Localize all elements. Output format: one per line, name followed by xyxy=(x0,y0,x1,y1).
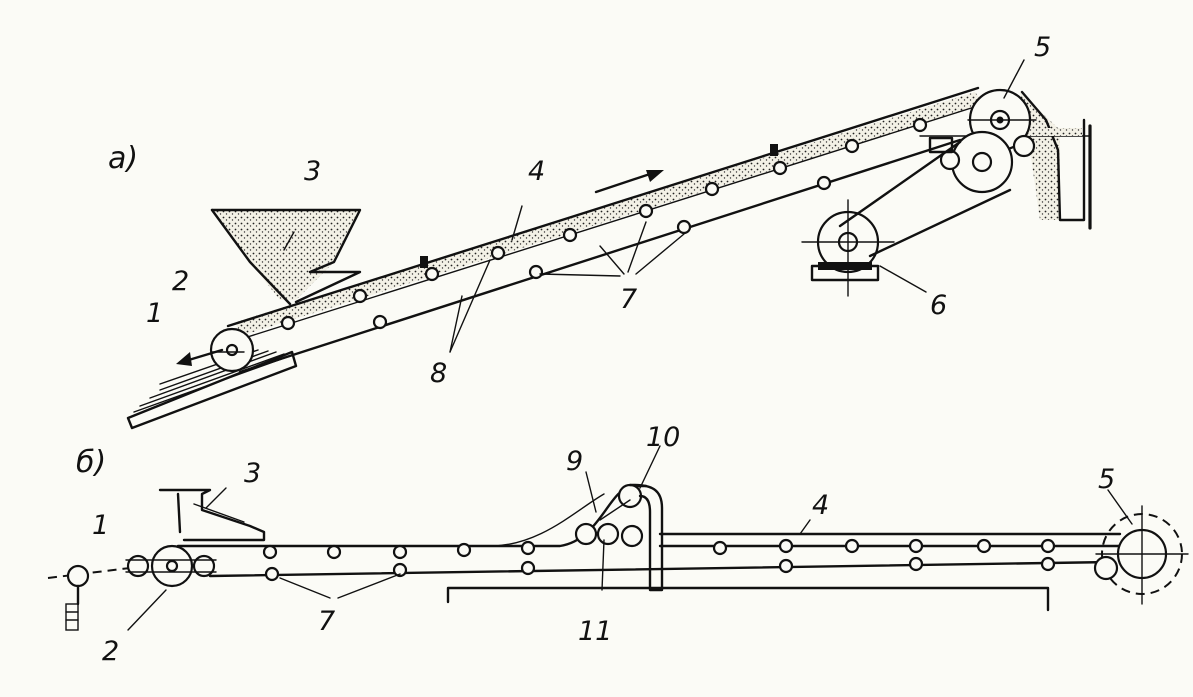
direction-arrow xyxy=(594,170,664,194)
label-10-b: 10 xyxy=(646,422,680,453)
floor-structure xyxy=(446,586,1050,612)
upper-idlers xyxy=(352,117,928,304)
tripper-car xyxy=(574,483,664,592)
tail-pulley xyxy=(209,327,255,373)
head-pulley-assembly xyxy=(919,88,1092,230)
upper-idlers-b xyxy=(262,538,1056,560)
label-5-b: 5 xyxy=(1098,464,1115,495)
head-pulley-b xyxy=(1093,505,1189,605)
label-8: 8 xyxy=(430,358,447,389)
label-7: 7 xyxy=(620,284,637,315)
feed-chute xyxy=(158,488,266,542)
label-5: 5 xyxy=(1034,32,1051,63)
tension-arrow xyxy=(176,348,224,366)
leader-lines-a xyxy=(283,59,1025,353)
base-platform xyxy=(126,349,298,430)
label-2-b: 2 xyxy=(102,636,119,667)
diagram-b-tag: б) xyxy=(76,445,106,480)
label-9-b: 9 xyxy=(566,446,583,477)
tail-pulley-b xyxy=(125,544,217,588)
label-1-b: 1 xyxy=(92,510,109,541)
diagram-a-tag: а) xyxy=(108,141,138,176)
label-7-b: 7 xyxy=(318,606,335,637)
lower-idlers xyxy=(280,175,832,331)
belt-cleat xyxy=(770,144,778,156)
diagram-a: а) 1 2 3 4 5 6 7 8 xyxy=(108,32,1092,430)
diagram-b: б) 1 2 3 4 5 7 9 10 11 xyxy=(47,422,1189,667)
leader-lines-b xyxy=(127,445,1133,631)
tension-device xyxy=(47,564,131,631)
label-1: 1 xyxy=(146,298,163,329)
label-3-b: 3 xyxy=(244,458,261,489)
lower-idlers-b xyxy=(264,556,1056,582)
drive-motor xyxy=(801,140,1012,297)
label-4-b: 4 xyxy=(812,490,829,521)
label-11-b: 11 xyxy=(578,616,612,647)
label-6: 6 xyxy=(930,290,947,321)
belt-cleat xyxy=(420,256,428,268)
label-2: 2 xyxy=(172,266,189,297)
belt-return-run xyxy=(238,138,962,374)
hopper xyxy=(210,208,362,306)
label-4: 4 xyxy=(528,156,545,187)
label-3: 3 xyxy=(304,156,321,187)
